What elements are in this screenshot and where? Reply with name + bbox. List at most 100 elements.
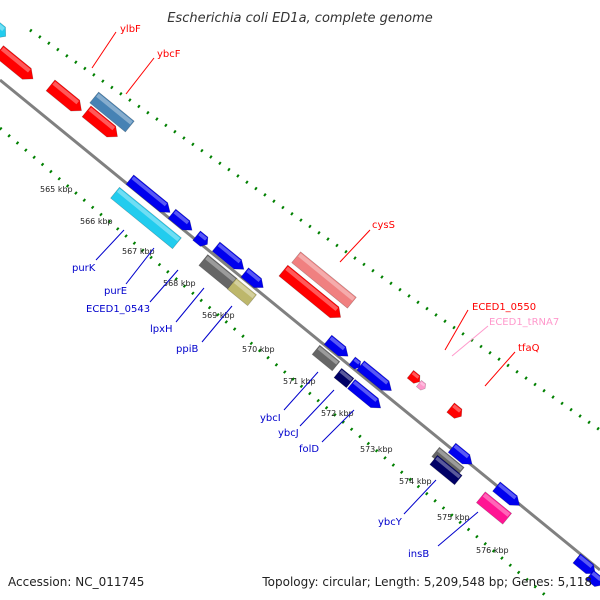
gene-feature-lpxH-shape (192, 230, 209, 247)
leader-line (484, 351, 516, 387)
gene-label-ECED1_0543: ECED1_0543 (86, 304, 150, 315)
gene-feature-ppiB-b-highlight (246, 269, 261, 282)
leader-line (125, 247, 155, 285)
gene-feature-blue-577-highlight (591, 571, 600, 581)
gene-feature-blue-577-shape (585, 569, 600, 587)
leader-line (437, 511, 479, 547)
gene-feature-small-blue-shape (348, 356, 362, 370)
gene-feature-ppiB-a (211, 241, 245, 270)
gene-feature-tfaQ-highlight (452, 404, 462, 413)
leader-line (451, 325, 489, 357)
gene-feature-small-blue-highlight (353, 358, 361, 365)
gene-feature-cysS (291, 251, 357, 309)
map-title: Escherichia coli ED1a, complete genome (167, 11, 433, 26)
gene-feature-blue-576-shape (572, 553, 596, 574)
kbp-label: 574 kbp (399, 477, 432, 486)
gene-feature-ybcY-gray-highlight (437, 448, 463, 471)
gene-feature-red-1-highlight (0, 47, 31, 73)
gene-feature-folD-b (347, 378, 382, 409)
gene-feature-ylbF-highlight (88, 107, 116, 131)
gene-feature-tfaQ (446, 402, 463, 419)
leader-line (201, 305, 233, 343)
gene-feature-red-2 (45, 79, 82, 112)
gene-feature-ybcF-highlight (96, 93, 133, 125)
gene-feature-red-1 (0, 45, 34, 80)
gene-feature-ppiB-a-shape (211, 241, 245, 270)
gene-feature-ECED1_0543-highlight (116, 188, 181, 242)
gene-feature-khaki (227, 277, 257, 307)
gene-feature-khaki-shape (227, 277, 257, 307)
gene-feature-cyan-left-highlight (0, 19, 5, 32)
kbp-label: 570 kbp (242, 345, 275, 354)
gene-feature-cyan-left-shape (0, 17, 7, 39)
kbp-label: 567 kbp (122, 247, 155, 256)
gene-feature-ybcJ-gray-shape (311, 344, 341, 372)
gene-feature-folD-a-highlight (362, 362, 389, 385)
gene-feature-ECED1_0543 (110, 186, 182, 250)
gene-feature-purK-highlight (131, 176, 168, 207)
gene-feature-purE-highlight (173, 210, 190, 225)
gene-feature-ybcY-highlight (435, 456, 461, 479)
gene-feature-blue-575-shape (492, 481, 521, 506)
gene-feature-red-2-highlight (52, 81, 80, 105)
genome-summary-text: Topology: circular; Length: 5,209,548 bp… (261, 575, 592, 589)
gene-feature-ybcI-highlight (329, 336, 346, 351)
accession-text: Accession: NC_011745 (8, 575, 144, 589)
gene-feature-ybcJ-highlight (339, 369, 353, 382)
outer-grid-track (29, 28, 600, 432)
kbp-label: 573 kbp (360, 445, 393, 454)
gene-label-purK: purK (72, 263, 96, 274)
gene-label-ECED1_tRNA7: ECED1_tRNA7 (489, 317, 559, 328)
gene-feature-tfaQ-shape (446, 402, 463, 419)
gene-label-folD: folD (299, 444, 319, 455)
gene-feature-insB-shape (475, 491, 513, 525)
gene-feature-purE-shape (167, 208, 193, 231)
gene-feature-cysS-highlight (298, 253, 355, 301)
gene-label-ybcJ: ybcJ (278, 428, 299, 439)
leader-line (175, 287, 205, 323)
gene-feature-blue-575 (492, 481, 521, 506)
gene-feature-purK-shape (125, 174, 171, 213)
gene-feature-cyan-left (0, 17, 7, 39)
gene-feature-purE (167, 208, 193, 231)
gene-feature-blue-574 (447, 442, 473, 465)
kbp-label: 566 kbp (80, 217, 113, 226)
gene-feature-tRNA7-shape (415, 379, 427, 391)
gene-feature-ECED1_0543-shape (110, 186, 182, 250)
gene-label-insB: insB (408, 549, 429, 560)
gene-feature-ybcJ-gray-highlight (317, 346, 339, 365)
gene-feature-ybcI (323, 334, 349, 357)
kbp-label: 565 kbp (40, 185, 73, 194)
gene-feature-tRNA7 (415, 379, 427, 391)
gene-feature-blue-574-highlight (453, 444, 470, 459)
gene-feature-red-3-shape (278, 264, 342, 319)
gene-feature-folD-a (356, 360, 392, 391)
leader-line (95, 229, 125, 261)
gene-label-ybcF: ybcF (157, 49, 181, 60)
gene-feature-folD-b-highlight (352, 380, 378, 402)
gene-feature-ylbF-shape (81, 105, 118, 138)
gene-feature-ybcY-shape (429, 454, 463, 486)
gene-feature-ylbF (81, 105, 118, 138)
gene-feature-ppiB-a-highlight (217, 243, 241, 264)
gene-label-ybcY: ybcY (378, 517, 403, 528)
gene-feature-ybcJ-gray (311, 344, 341, 372)
gene-feature-ECED1_0550-shape (406, 369, 421, 384)
gene-feature-khaki-highlight (233, 279, 256, 299)
gene-label-lpxH: lpxH (150, 324, 173, 335)
kbp-label: 572 kbp (321, 409, 354, 418)
kbp-label: 568 kbp (163, 279, 196, 288)
leader-line (339, 229, 371, 263)
gene-feature-insB (475, 491, 513, 525)
leader-line (283, 371, 319, 411)
gene-feature-tRNA7-highlight (420, 381, 426, 387)
gene-feature-gray-highlight (205, 255, 236, 282)
gene-feature-ECED1_0550 (406, 369, 421, 384)
gene-feature-ECED1_0550-highlight (411, 371, 420, 379)
gene-feature-blue-577 (585, 569, 600, 587)
leader-line (149, 269, 179, 303)
gene-feature-ybcJ-shape (333, 367, 355, 389)
gene-feature-folD-a-shape (356, 360, 392, 391)
